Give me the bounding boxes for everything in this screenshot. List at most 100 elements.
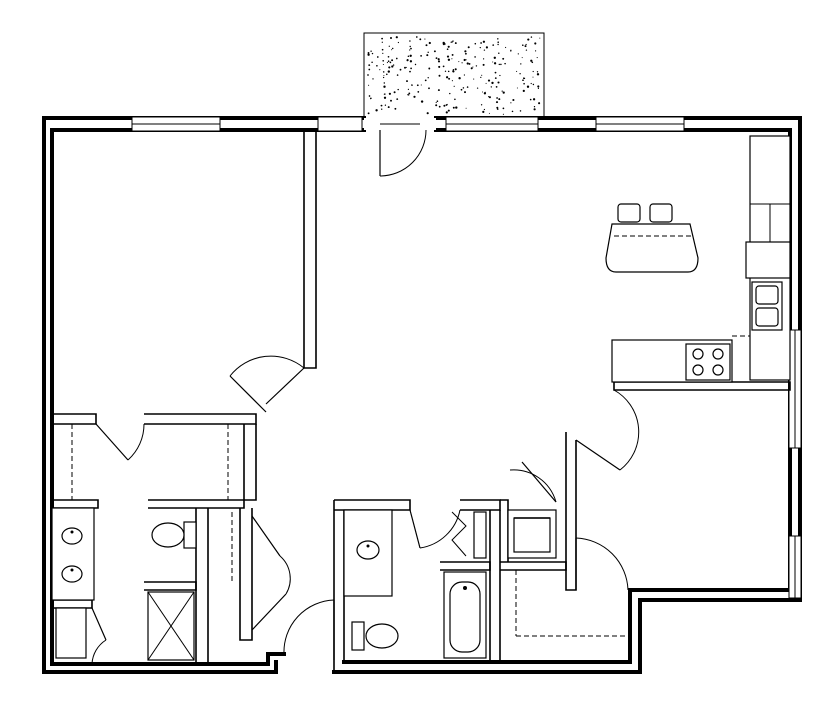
stipple-dot [501, 90, 503, 92]
stipple-dot [404, 66, 406, 69]
stipple-dot [420, 100, 424, 103]
stipple-dot [495, 101, 499, 104]
stipple-dot [409, 54, 412, 57]
stipple-dot [368, 84, 370, 86]
stipple-dot [419, 38, 422, 41]
patio-stipple [367, 36, 541, 115]
stipple-dot [464, 52, 467, 55]
stipple-dot [522, 44, 524, 46]
stipple-dot [368, 68, 371, 71]
stipple-dot [468, 62, 471, 65]
bath-door-2[interactable] [409, 509, 461, 549]
stipple-dot [382, 60, 385, 62]
stipple-dot [407, 88, 410, 91]
stipple-dot [436, 100, 439, 102]
stipple-dot [464, 50, 467, 53]
stipple-dot [504, 62, 506, 65]
stipple-dot [414, 63, 417, 66]
patio-door[interactable] [364, 118, 436, 177]
stipple-dot [511, 110, 514, 113]
stipple-dot [370, 98, 372, 100]
bedroom-door[interactable] [229, 355, 305, 413]
stipple-dot [534, 42, 537, 45]
closet-door-2[interactable] [575, 537, 629, 591]
stipple-dot [382, 52, 384, 54]
stipple-dot [368, 95, 371, 97]
toilet-1 [151, 521, 197, 549]
stipple-dot [525, 49, 528, 51]
stove [685, 343, 731, 381]
sink-2 [61, 565, 83, 583]
stipple-dot [474, 56, 476, 58]
stipple-dot [490, 86, 492, 88]
stipple-dot [479, 46, 481, 49]
stipple-dot [470, 67, 473, 70]
stipple-dot [454, 42, 457, 45]
stipple-dot [464, 91, 466, 94]
bath-door-1[interactable] [95, 423, 145, 461]
stipple-dot [408, 92, 411, 95]
stipple-dot [391, 59, 394, 62]
stipple-dot [387, 70, 390, 73]
stipple-dot [437, 58, 440, 61]
stipple-dot [405, 66, 407, 68]
stipple-dot [384, 104, 387, 106]
stipple-dot [367, 51, 370, 54]
stipple-dot [485, 46, 488, 49]
bathroom-1-fixtures [51, 507, 197, 661]
stipple-dot [453, 85, 455, 87]
stipple-dot [496, 106, 499, 109]
stipple-dot [376, 64, 378, 67]
stipple-dot [497, 43, 499, 46]
stipple-dot [428, 87, 430, 90]
stipple-dot [406, 80, 408, 83]
stipple-dot [407, 93, 409, 96]
stipple-dot [466, 86, 469, 88]
stipple-dot [389, 36, 393, 40]
closet-double-door[interactable] [251, 515, 291, 631]
stipple-dot [383, 96, 387, 99]
stipple-dot [427, 77, 429, 79]
stipple-dot [450, 41, 452, 43]
stipple-dot [420, 55, 422, 57]
stipple-dot [502, 113, 504, 115]
sink-3 [356, 540, 380, 560]
stipple-dot [460, 88, 463, 91]
stipple-dot [498, 52, 500, 55]
stipple-dot [381, 108, 383, 110]
stipple-dot [386, 73, 388, 76]
stipple-dot [447, 58, 451, 61]
stipple-dot [447, 45, 450, 48]
entry-door[interactable] [283, 599, 335, 660]
stipple-dot [482, 40, 486, 43]
double-sink [751, 281, 783, 331]
stipple-dot [497, 41, 499, 43]
stipple-dot [409, 60, 413, 63]
stipple-dot [525, 43, 527, 46]
closet-door[interactable] [575, 389, 640, 471]
stipple-dot [535, 50, 537, 52]
stipple-dot [454, 98, 456, 101]
stipple-dot [491, 81, 494, 85]
stipple-dot [395, 57, 398, 60]
doors [91, 355, 640, 665]
stipple-dot [409, 40, 411, 42]
stipple-dot [502, 57, 505, 60]
stipple-dot [433, 50, 436, 53]
stipple-dot [395, 36, 398, 39]
stipple-dot [502, 91, 505, 94]
stipple-dot [425, 44, 428, 47]
stipple-dot [496, 97, 498, 99]
small-closet-door[interactable] [91, 607, 107, 665]
stipple-dot [397, 88, 399, 91]
stipple-dot [536, 57, 538, 59]
stipple-dot [505, 46, 507, 49]
laundry-door[interactable] [509, 461, 557, 503]
stipple-dot [530, 36, 533, 38]
stipple-dot [394, 107, 397, 110]
stipple-dot [388, 92, 391, 95]
stipple-dot [393, 91, 396, 94]
stipple-dot [527, 38, 530, 41]
stipple-dot [428, 67, 431, 70]
stipple-dot [475, 65, 478, 67]
